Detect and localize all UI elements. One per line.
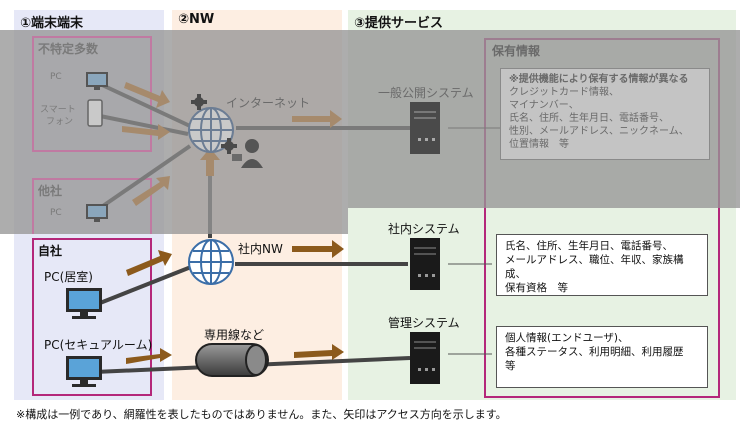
public-info-line: マイナンバー、 — [509, 100, 579, 111]
internal-info-line: 保有資格 等 — [505, 282, 568, 294]
virus-icon — [191, 94, 207, 110]
internal-nw-globe-icon — [188, 239, 234, 285]
public-info-line: クレジットカード情報、 — [509, 87, 619, 98]
public-system-server-icon — [410, 102, 440, 154]
public-info-line: 位置情報 等 — [509, 139, 569, 150]
internal-system-server-icon — [410, 238, 440, 290]
pc-home-label: PC(居室) — [44, 270, 93, 284]
other-company-label: 他社 — [38, 184, 63, 198]
management-info-line: 各種ステータス、利用明細、利用履歴 — [505, 346, 684, 358]
internal-info-line: メールアドレス、職位、年収、家族構成、 — [505, 254, 684, 280]
management-info-line: 個人情報(エンドユーザ)、 — [505, 332, 629, 344]
public-info-line: 氏名、住所、生年月日、電話番号、 — [509, 113, 669, 124]
internet-label: インターネット — [226, 96, 311, 110]
arrow-dedicated — [294, 344, 344, 360]
internal-info-box: 氏名、住所、生年月日、電話番号、 メールアドレス、職位、年収、家族構成、 保有資… — [496, 234, 708, 296]
other-company-box — [32, 178, 152, 234]
management-system-label: 管理システム — [388, 316, 460, 330]
public-area-overlay-left — [0, 208, 348, 234]
public-info-line: 性別、メールアドレス、ニックネーム、 — [509, 126, 689, 137]
pc-secure-monitor-icon — [66, 356, 102, 387]
unspecified-pc-label: PC — [50, 72, 62, 82]
attacker-person-icon — [232, 139, 263, 168]
nw-column-title: ②NW — [178, 12, 215, 27]
pc-home-monitor-icon — [66, 288, 102, 319]
public-system-label: 一般公開システム — [378, 86, 474, 100]
pc-secure-label: PC(セキュアルーム) — [44, 338, 153, 352]
public-info-box: ※提供機能により保有する情報が異なる クレジットカード情報、 マイナンバー、 氏… — [500, 68, 710, 160]
smartphone-label-line2: フォン — [46, 117, 74, 127]
service-column-title: ③提供サービス — [354, 16, 444, 31]
internet-globe-icon — [188, 107, 234, 153]
other-company-pc-label: PC — [50, 208, 62, 218]
held-info-label: 保有情報 — [492, 44, 541, 58]
own-company-box — [32, 238, 152, 396]
unspecified-pc-icon — [86, 72, 108, 90]
management-system-server-icon — [410, 332, 440, 384]
arrow-pc-secure — [126, 348, 172, 364]
internal-info-line: 氏名、住所、生年月日、電話番号、 — [505, 240, 673, 252]
public-info-line: ※提供機能により保有する情報が異なる — [509, 74, 689, 85]
terminal-column-title: ①端末端末 — [20, 16, 84, 31]
arrow-pc-home — [126, 250, 172, 276]
virus-icon — [221, 138, 237, 154]
own-company-label: 自社 — [38, 244, 63, 258]
smartphone-icon — [87, 99, 103, 127]
management-info-line: 等 — [505, 360, 516, 372]
other-company-pc-icon — [86, 204, 108, 222]
internal-system-label: 社内システム — [388, 222, 460, 236]
unspecified-label: 不特定多数 — [38, 42, 99, 56]
arrow-internal-nw — [292, 240, 344, 258]
dedicated-label: 専用線など — [204, 328, 265, 342]
internal-nw-label: 社内NW — [238, 242, 283, 256]
management-info-box: 個人情報(エンドユーザ)、 各種ステータス、利用明細、利用履歴 等 — [496, 326, 708, 388]
smartphone-label-line1: スマート — [40, 105, 76, 115]
footnote: ※構成は一例であり、網羅性を表したものではありません。また、矢印はアクセス方向を… — [16, 408, 507, 421]
line-pc-home-to-internal-nw — [94, 263, 197, 307]
dedicated-line-tube — [195, 343, 269, 377]
